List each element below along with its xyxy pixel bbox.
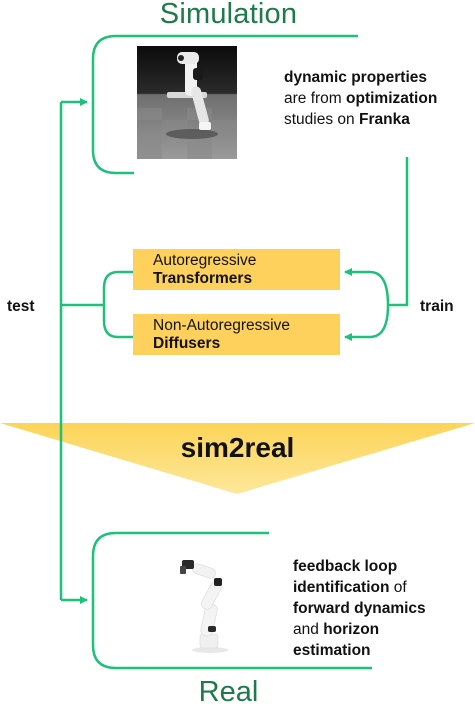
non-autoregressive-diffusers-box: Non-Autoregressive Diffusers — [133, 314, 340, 355]
real-description: feedback loop identification of forward … — [293, 556, 473, 661]
sim2real-banner — [0, 423, 475, 494]
non-autoregressive-label: Non-Autoregressive — [153, 317, 290, 334]
simulation-robot-image — [137, 46, 237, 159]
simulation-description: dynamic properties are from optimization… — [284, 67, 474, 130]
simulation-title: Simulation — [159, 0, 298, 30]
real-frame — [91, 531, 372, 670]
real-desc-estimation: estimation — [293, 642, 371, 659]
simulation-frame — [91, 34, 358, 175]
transformers-label: Transformers — [153, 270, 253, 287]
diffusers-label: Diffusers — [153, 335, 221, 352]
simulation-desc-are-from: are from — [284, 90, 342, 107]
real-robot-image — [170, 552, 244, 656]
simulation-desc-franka: Franka — [358, 111, 410, 128]
train-label: train — [420, 298, 454, 315]
real-desc-identification: identification — [293, 579, 390, 596]
test-label: test — [7, 298, 35, 315]
test-branch-from-non-autoregressive — [102, 305, 133, 339]
real-desc-horizon: horizon — [323, 621, 380, 638]
simulation-desc-dynamic-properties: dynamic properties — [284, 69, 427, 86]
autoregressive-transformers-box: Autoregressive Transformers — [133, 249, 340, 290]
train-connector — [388, 157, 409, 307]
train-arrow-to-autoregressive — [344, 268, 390, 306]
real-desc-and: and — [293, 621, 319, 638]
simulation-desc-optimization: optimization — [346, 90, 438, 107]
real-title: Real — [198, 676, 259, 708]
simulation-desc-studies-on: studies on — [284, 111, 355, 128]
autoregressive-label: Autoregressive — [153, 252, 257, 269]
test-branch-from-autoregressive — [102, 270, 133, 305]
real-desc-feedback-loop: feedback loop — [293, 558, 398, 575]
sim2real-label: sim2real — [180, 432, 295, 463]
train-arrow-to-non-autoregressive — [344, 304, 390, 341]
real-desc-forward-dynamics: forward dynamics — [293, 600, 426, 617]
real-desc-of: of — [393, 579, 407, 596]
